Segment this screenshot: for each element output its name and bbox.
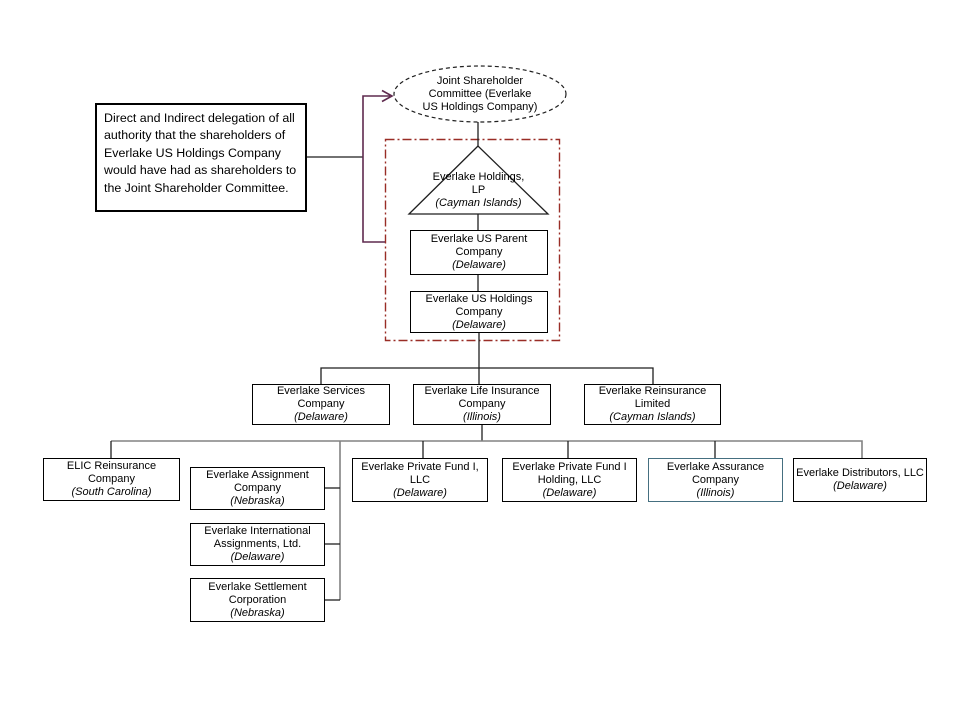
node-elic-label: ELIC Reinsurance Company — [66, 460, 157, 485]
node-assurance-state: (Illinois) — [696, 486, 735, 499]
node-us-parent-label: Everlake US Parent Company — [430, 233, 528, 258]
node-us-holdings: Everlake US Holdings Company (Delaware) — [410, 291, 548, 333]
node-reinsurance-label: Everlake Reinsurance Limited — [598, 385, 707, 410]
node-services: Everlake Services Company (Delaware) — [252, 384, 390, 425]
node-us-parent-state: (Delaware) — [452, 259, 506, 271]
node-distributors-state: (Delaware) — [833, 480, 887, 492]
node-assignment-state: (Nebraska) — [230, 495, 285, 507]
node-fund: Everlake Private Fund I, LLC (Delaware) — [352, 458, 488, 502]
node-committee-label: Joint Shareholder Committee (Everlake US… — [422, 74, 538, 113]
delegation-note-box: Direct and Indirect delegation of all au… — [95, 103, 307, 212]
node-services-label: Everlake Services Company — [276, 385, 366, 410]
node-life-label: Everlake Life Insurance Company — [424, 385, 540, 410]
node-assignment-label: Everlake Assignment Company — [206, 469, 309, 494]
level3-bus — [111, 440, 863, 458]
node-holdings-lp-state: (Cayman Islands) — [435, 196, 522, 209]
node-international: Everlake International Assignments, Ltd.… — [190, 523, 325, 566]
committee-ellipse — [393, 65, 567, 123]
node-services-state: (Delaware) — [294, 411, 348, 423]
node-elic: ELIC Reinsurance Company (South Carolina… — [43, 458, 180, 501]
level2-bus — [320, 367, 654, 384]
delegation-group-dashed-border — [384, 138, 561, 342]
node-fund-holding: Everlake Private Fund I Holding, LLC (De… — [502, 458, 637, 502]
node-fund-holding-label: Everlake Private Fund I Holding, LLC — [512, 460, 627, 486]
node-international-label: Everlake International Assignments, Ltd. — [204, 525, 311, 550]
node-holdings-lp: Everlake Holdings, LP (Cayman Islands) — [409, 168, 548, 212]
delegation-note-text: Direct and Indirect delegation of all au… — [104, 111, 297, 195]
node-committee: Joint Shareholder Committee (Everlake US… — [420, 66, 540, 122]
node-fund-state: (Delaware) — [393, 486, 447, 499]
node-assurance: Everlake Assurance Company (Illinois) — [648, 458, 783, 502]
node-assignment: Everlake Assignment Company (Nebraska) — [190, 467, 325, 510]
delegation-arrow-line — [362, 95, 390, 243]
delegation-arrow-head — [381, 89, 394, 103]
node-elic-state: (South Carolina) — [71, 486, 152, 498]
node-reinsurance: Everlake Reinsurance Limited (Cayman Isl… — [584, 384, 721, 425]
node-life-state: (Illinois) — [463, 411, 501, 423]
node-us-holdings-state: (Delaware) — [452, 318, 506, 331]
node-settlement-state: (Nebraska) — [230, 606, 285, 619]
node-fund-label: Everlake Private Fund I, LLC — [361, 460, 479, 486]
node-international-state: (Delaware) — [230, 551, 285, 563]
node-settlement: Everlake Settlement Corporation (Nebrask… — [190, 578, 325, 622]
node-us-holdings-label: Everlake US Holdings Company — [425, 292, 533, 318]
node-reinsurance-state: (Cayman Islands) — [609, 411, 696, 423]
node-life: Everlake Life Insurance Company (Illinoi… — [413, 384, 551, 425]
node-us-parent: Everlake US Parent Company (Delaware) — [410, 230, 548, 275]
node-assurance-label: Everlake Assurance Company — [666, 460, 765, 486]
node-settlement-label: Everlake Settlement Corporation — [208, 580, 307, 606]
node-holdings-lp-label: Everlake Holdings, LP — [432, 170, 525, 196]
node-fund-holding-state: (Delaware) — [542, 486, 597, 499]
node-distributors-label: Everlake Distributors, LLC — [796, 467, 924, 479]
node-distributors: Everlake Distributors, LLC (Delaware) — [793, 458, 927, 502]
